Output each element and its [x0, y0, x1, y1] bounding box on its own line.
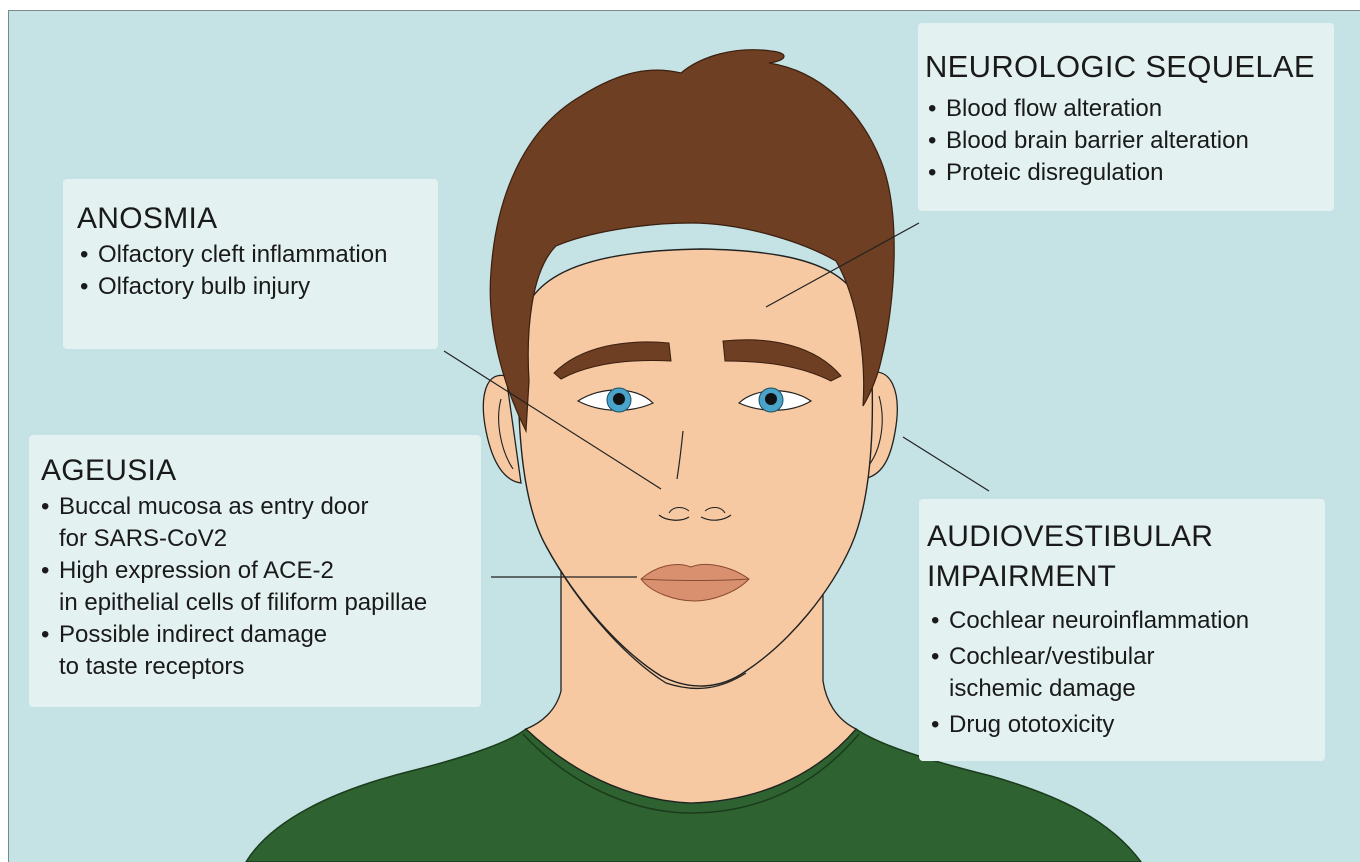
neurologic-sequelae-list: Blood flow alteration Blood brain barrie… [926, 93, 1249, 189]
list-item: Blood flow alteration [926, 93, 1249, 125]
audiovestibular-title-line-1: AUDIOVESTIBULAR [927, 517, 1213, 557]
list-item: Possible indirect damage to taste recept… [39, 619, 427, 683]
list-item: Proteic disregulation [926, 157, 1249, 189]
anosmia-title: ANOSMIA [77, 201, 217, 237]
list-item: High expression of ACE-2 in epithelial c… [39, 555, 427, 619]
audiovestibular-title: AUDIOVESTIBULAR IMPAIRMENT [927, 517, 1213, 597]
audiovestibular-box: AUDIOVESTIBULAR IMPAIRMENT Cochlear neur… [919, 499, 1325, 761]
anosmia-box: ANOSMIA Olfactory cleft inflammation Olf… [63, 179, 438, 349]
ageusia-title: AGEUSIA [41, 453, 176, 489]
list-item: Cochlear/vestibular ischemic damage [929, 641, 1249, 705]
list-item: Drug ototoxicity [929, 709, 1249, 741]
audiovestibular-list: Cochlear neuroinflammation Cochlear/vest… [929, 605, 1249, 741]
audiovestibular-pointer-line [903, 437, 989, 491]
list-item: Blood brain barrier alteration [926, 125, 1249, 157]
figure-canvas: NEUROLOGIC SEQUELAE Blood flow alteratio… [8, 10, 1360, 862]
audiovestibular-title-line-2: IMPAIRMENT [927, 557, 1213, 597]
list-item: Olfactory bulb injury [78, 271, 387, 303]
list-item: Buccal mucosa as entry door for SARS-CoV… [39, 491, 427, 555]
ageusia-box: AGEUSIA Buccal mucosa as entry door for … [29, 435, 481, 707]
list-item: Olfactory cleft inflammation [78, 239, 387, 271]
neurologic-sequelae-box: NEUROLOGIC SEQUELAE Blood flow alteratio… [918, 23, 1334, 211]
ageusia-list: Buccal mucosa as entry door for SARS-CoV… [39, 491, 427, 683]
list-item: Cochlear neuroinflammation [929, 605, 1249, 637]
neurologic-sequelae-title: NEUROLOGIC SEQUELAE [925, 49, 1315, 85]
anosmia-list: Olfactory cleft inflammation Olfactory b… [78, 239, 387, 303]
